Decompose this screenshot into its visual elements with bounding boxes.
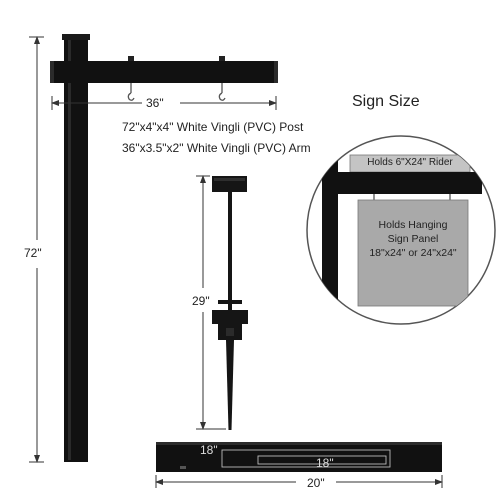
stake-rod <box>228 192 232 312</box>
arm-spec-label: 36"x3.5"x2" White Vingli (PVC) Arm <box>122 141 311 155</box>
sign-size-title: Sign Size <box>352 93 420 110</box>
post-body <box>64 38 88 462</box>
arm-end-cap <box>50 61 54 83</box>
ground-stake <box>212 176 248 430</box>
post-height-label: 72" <box>24 246 42 260</box>
sign-arm <box>50 56 278 101</box>
dimension-stake-height <box>196 175 226 430</box>
rider-label: Holds 6"X24" Rider <box>367 157 453 168</box>
panel-label: Holds Hanging Sign Panel 18"x24" or 24"x… <box>360 218 466 260</box>
stake-step-bar <box>218 300 242 304</box>
hook-left <box>127 56 135 101</box>
panel-label-line-2: Sign Panel <box>387 233 439 245</box>
arm-end-cap-right <box>274 61 278 83</box>
hanging-sign-panel <box>357 199 469 307</box>
dimension-arm-length <box>51 96 277 110</box>
panel-label-line-3: 18"x24" or 24"x24" <box>369 247 457 259</box>
dimension-post-height <box>29 36 44 463</box>
callout-arm <box>322 172 482 194</box>
post-highlight <box>68 40 71 460</box>
sign-post <box>62 34 90 462</box>
base-length-label: 20" <box>307 476 325 490</box>
arm-body <box>50 61 278 83</box>
stake-spike <box>226 340 234 430</box>
base-slot-inner <box>257 455 387 465</box>
callout-post <box>322 155 338 324</box>
sign-size-callout <box>306 135 496 325</box>
post-spec-label: 72"x4"x4" White Vingli (PVC) Post <box>122 120 304 134</box>
base-inner-label-2: 18" <box>316 456 334 470</box>
stake-collar <box>212 310 248 324</box>
hook-right <box>218 56 226 101</box>
stake-height-label: 29" <box>192 294 210 308</box>
base-body <box>156 442 442 472</box>
base-inner-label: 18" <box>200 443 218 457</box>
post-cap <box>62 34 90 40</box>
dimension-base-length <box>155 475 443 488</box>
base-piece <box>156 442 442 472</box>
arm-length-label: 36" <box>146 96 164 110</box>
panel-label-line-1: Holds Hanging <box>378 219 448 231</box>
base-slot-outer <box>221 449 391 468</box>
